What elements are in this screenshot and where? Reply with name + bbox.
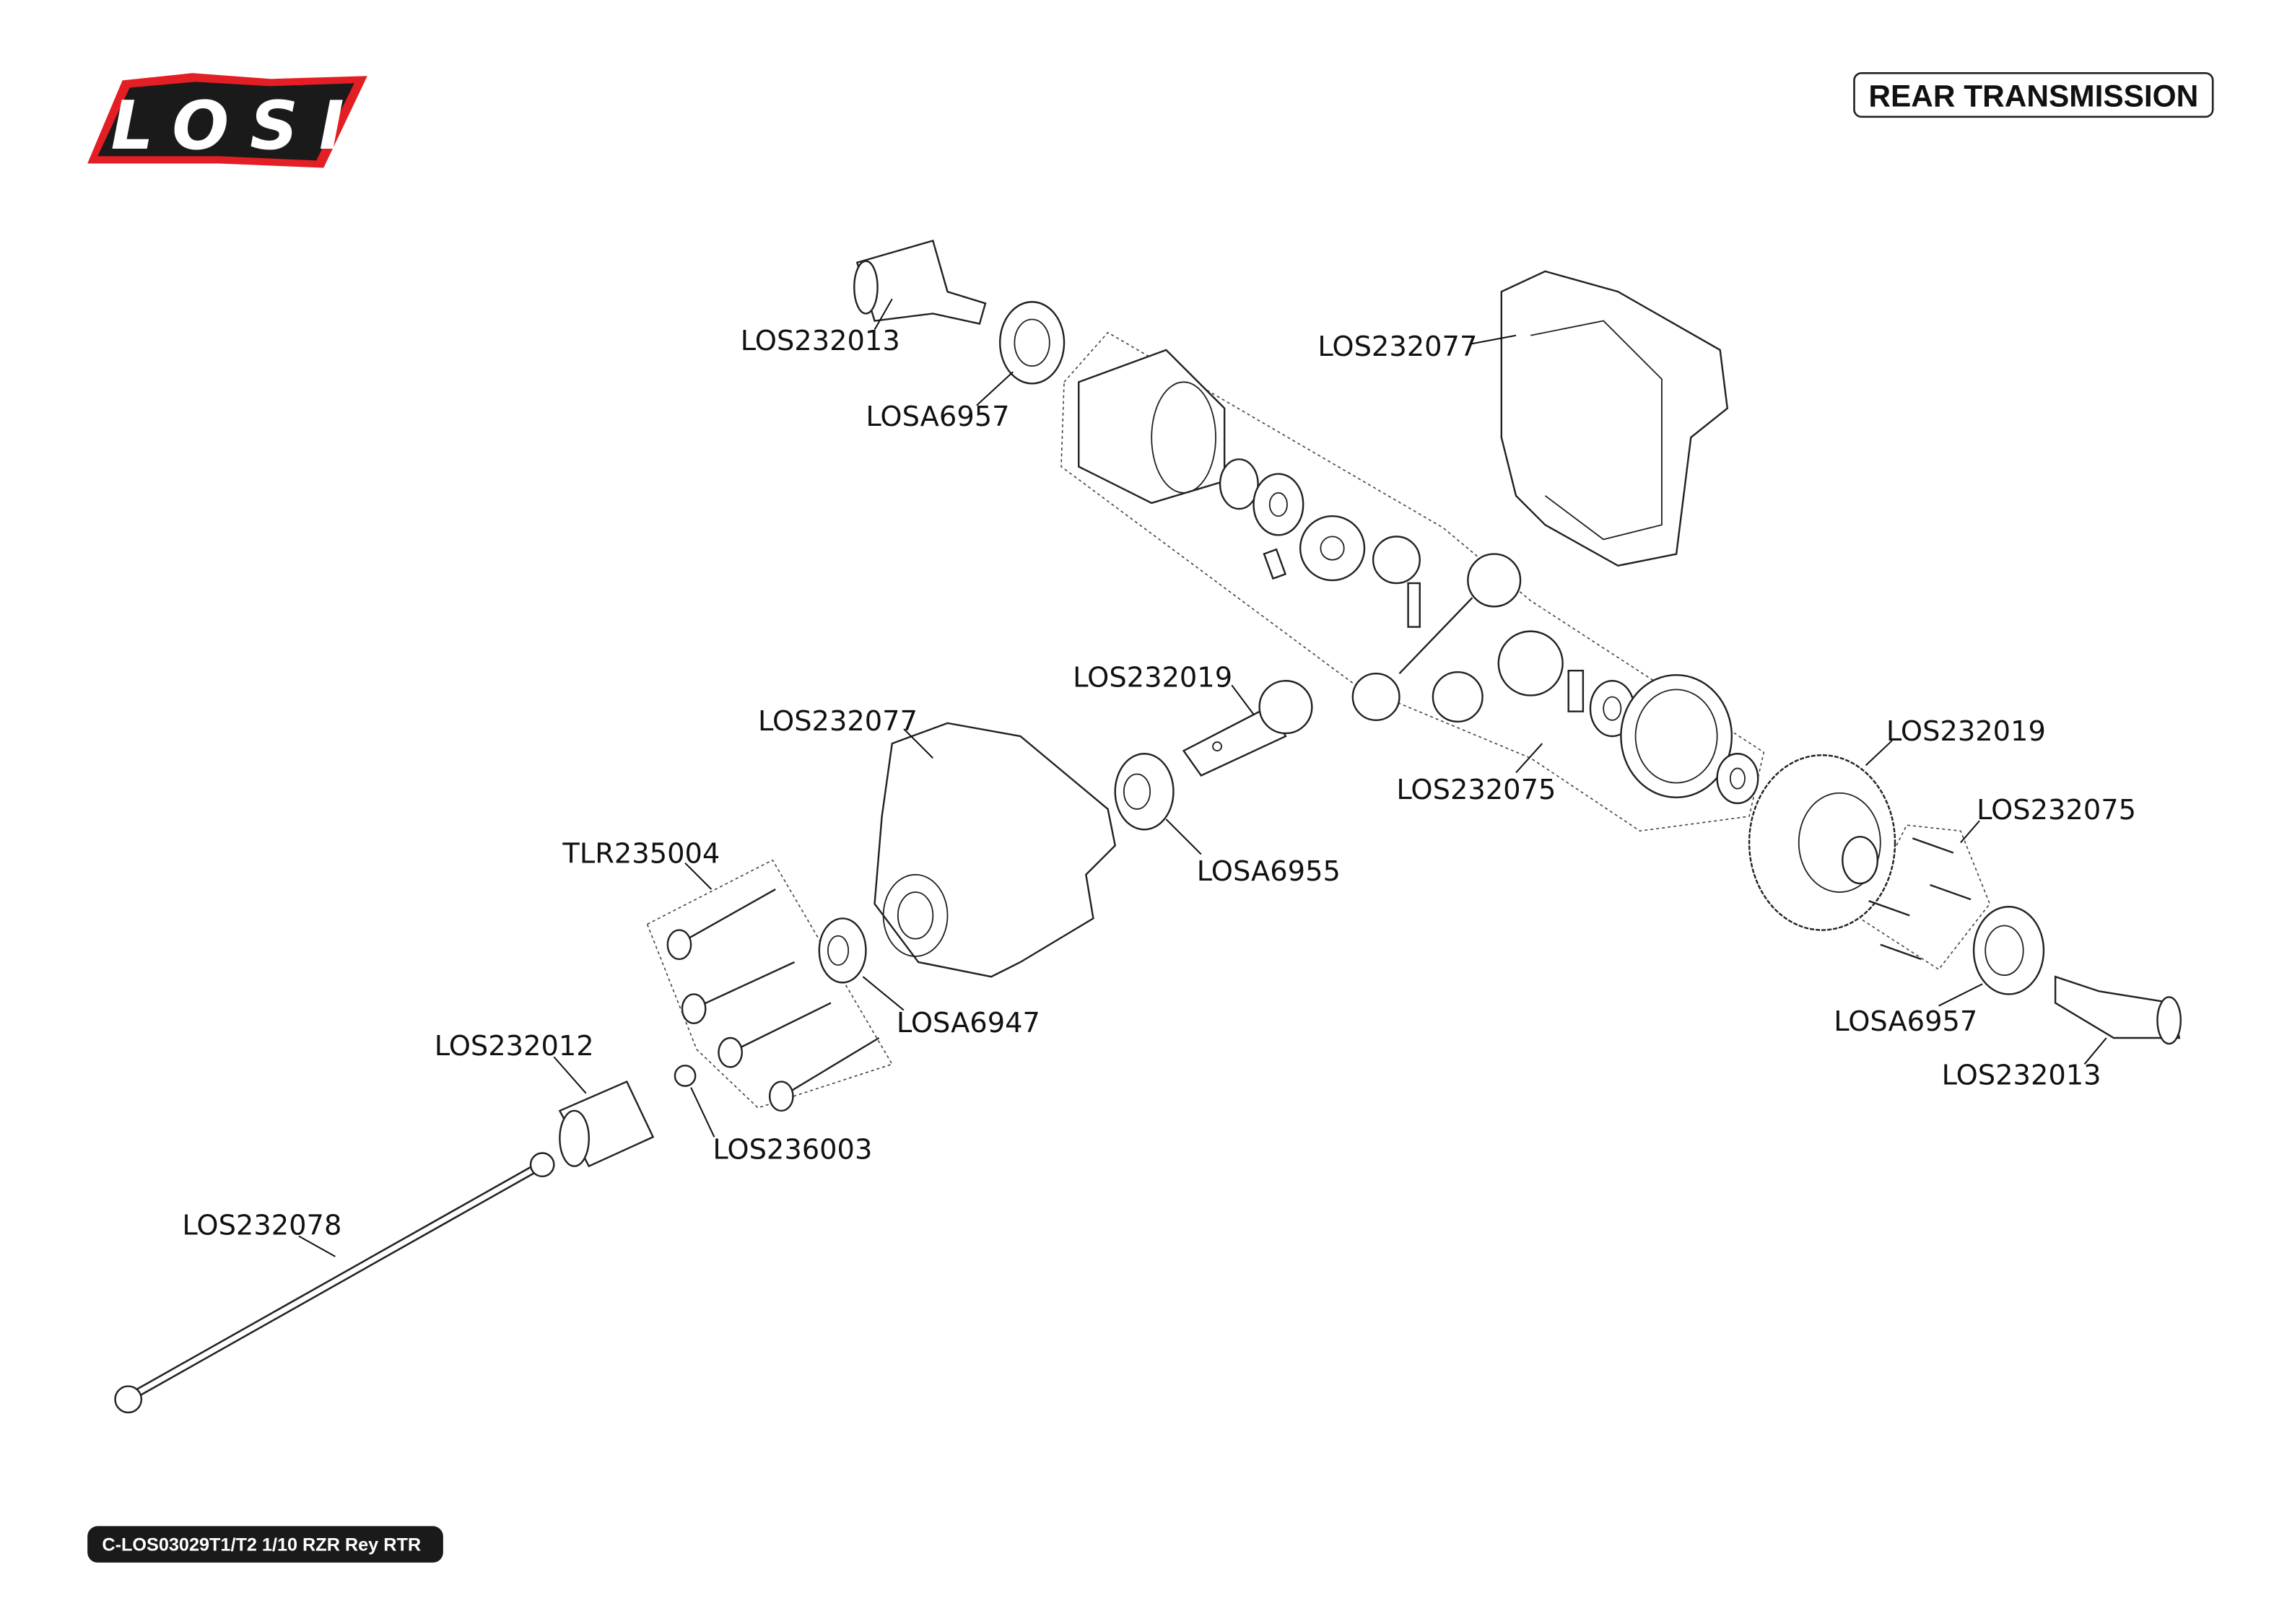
section-title: REAR TRANSMISSION [1868, 79, 2198, 113]
ring-gear-screws [1868, 837, 1972, 961]
outdrive-right [2054, 975, 2182, 1045]
label-case-bottom: LOS232077 [758, 705, 918, 738]
label-outdrive-top: LOS232013 [741, 325, 900, 357]
screw-group-outline [646, 859, 893, 1109]
label-case-screws: TLR235004 [562, 838, 720, 870]
leader-lines [298, 298, 2107, 1257]
section-title-box: REAR TRANSMISSION [1853, 71, 2214, 118]
label-bearing-top: LOSA6957 [866, 401, 1009, 433]
bearing-top [998, 301, 1066, 385]
gearbox-half-top [1500, 270, 1729, 567]
label-ring-gear: LOS232019 [1886, 715, 2046, 748]
losi-logo: LOSI [87, 73, 367, 168]
diff-internals [1219, 458, 1759, 805]
diff-group-outline [1060, 331, 1765, 832]
pinion-bearing [1114, 753, 1175, 831]
label-small-bearing: LOSA6947 [897, 1007, 1040, 1039]
coupler [558, 1080, 655, 1168]
pinion-gear [1182, 680, 1313, 777]
label-driveshaft: LOS232078 [182, 1210, 341, 1242]
label-pinion: LOS232019 [1073, 661, 1232, 694]
driveshaft [114, 1152, 555, 1414]
case-screws [666, 888, 880, 1112]
label-diff-parts: LOS232075 [1396, 774, 1556, 806]
label-coupler: LOS232012 [435, 1030, 594, 1062]
ring-gear [1748, 754, 1896, 931]
set-screw [674, 1065, 697, 1087]
footer-badge: C-LOS03029T1/T2 1/10 RZR Rey RTR [87, 1526, 443, 1563]
gearbox-half-bottom [874, 722, 1117, 978]
diff-case [1078, 349, 1226, 505]
bearing-right [1972, 906, 2045, 995]
label-set-screw: LOS236003 [713, 1134, 872, 1166]
label-case-top: LOS232077 [1317, 331, 1477, 363]
small-bearing [818, 917, 867, 984]
outdrive-top [853, 239, 987, 325]
label-bearing-right: LOSA6957 [1834, 1005, 1977, 1038]
label-pinion-bearing: LOSA6955 [1197, 855, 1341, 888]
label-outdrive-right: LOS232013 [1942, 1060, 2101, 1092]
label-ring-screws: LOS232075 [1977, 794, 2136, 826]
footer-text: C-LOS03029T1/T2 1/10 RZR Rey RTR [102, 1535, 421, 1555]
